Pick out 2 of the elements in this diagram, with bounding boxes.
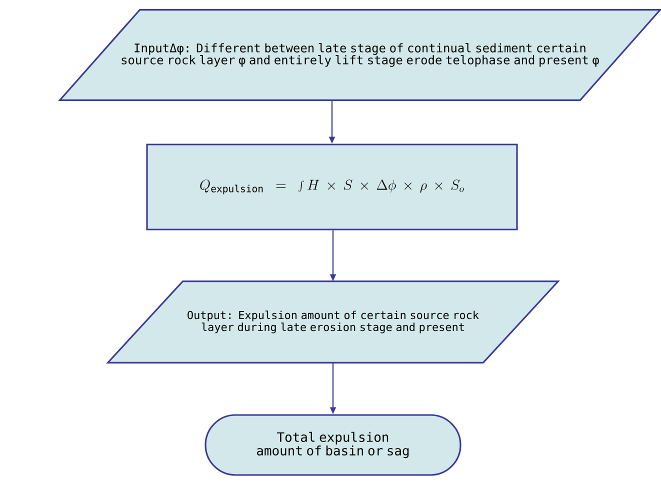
formula-box: $Q_{\mathrm{expulsion}}=\int H\times S\times \Delta\phi\times \rho\times S_{o}$ [146, 144, 518, 230]
terminal-box: Total expulsion amount of basin or sag [204, 414, 462, 476]
